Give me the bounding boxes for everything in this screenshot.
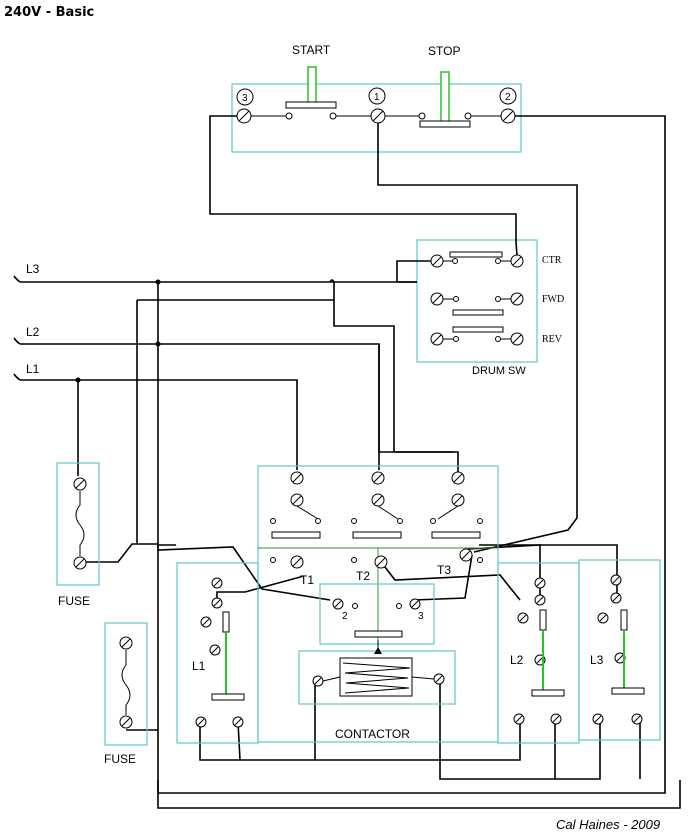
- overload-l3-label: L3: [590, 653, 604, 667]
- drum-switch: CTR FWD REV DRUM SW: [416, 239, 564, 377]
- author-credit: Cal Haines - 2009: [556, 817, 660, 832]
- diagram-title: 240V - Basic: [4, 5, 94, 20]
- station-terminal-3-number: 3: [242, 93, 248, 104]
- fuse-bottom: FUSE: [104, 622, 148, 766]
- overload-l1: L1: [176, 562, 259, 744]
- station-terminal-2-number: 2: [505, 92, 511, 103]
- station-terminal-1: [370, 108, 386, 124]
- t3-label: T3: [437, 563, 451, 577]
- stop-label: STOP: [428, 44, 460, 58]
- pushbutton-station: START STOP 3 1 2: [231, 43, 522, 153]
- t1-label: T1: [300, 573, 314, 587]
- overload-l2: L2: [497, 562, 580, 744]
- aux-terminal-3-number: 3: [418, 611, 424, 622]
- overload-l3: L3: [578, 559, 661, 741]
- overload-l2-label: L2: [510, 653, 524, 667]
- t2-label: T2: [356, 569, 370, 583]
- contactor-label: CONTACTOR: [335, 727, 410, 741]
- fuse-bottom-label: FUSE: [104, 752, 136, 766]
- l3-input-label: L3: [26, 262, 40, 276]
- station-terminal-2: [500, 108, 516, 124]
- contactor: T1 T2 T3 2 3 CONTACTOR: [257, 465, 499, 743]
- fuse-top: FUSE: [56, 462, 100, 608]
- l1-input-label: L1: [26, 362, 40, 376]
- stop-actuator: [440, 71, 450, 123]
- overload-l1-label: L1: [192, 659, 206, 673]
- ctr-label: CTR: [542, 255, 562, 266]
- rev-label: REV: [542, 334, 563, 345]
- l2-input-label: L2: [26, 325, 40, 339]
- drum-sw-label: DRUM SW: [472, 365, 526, 377]
- control-wiring: [77, 115, 681, 809]
- station-terminal-3: [236, 108, 252, 124]
- start-label: START: [292, 43, 331, 57]
- start-actuator: [307, 66, 317, 104]
- aux-terminal-2-number: 2: [342, 611, 348, 622]
- line-inputs: L3 L2 L1: [13, 262, 459, 472]
- fuse-top-label: FUSE: [58, 594, 90, 608]
- station-terminal-1-number: 1: [374, 92, 380, 103]
- fwd-label: FWD: [542, 294, 564, 305]
